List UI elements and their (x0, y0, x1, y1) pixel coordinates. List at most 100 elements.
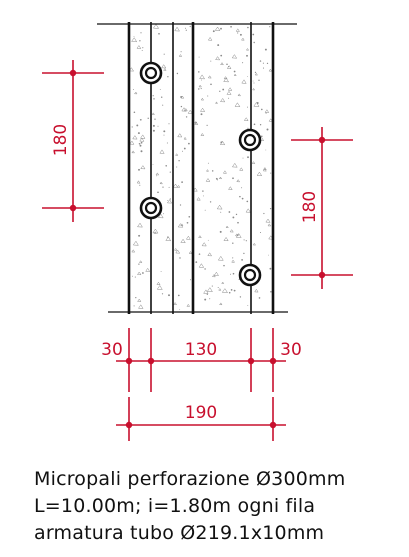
concrete-speck (247, 304, 249, 306)
concrete-speck (165, 236, 172, 242)
concrete-speck (267, 223, 272, 227)
concrete-speck (245, 240, 247, 242)
concrete-speck (188, 251, 193, 254)
concrete-speck (185, 29, 187, 31)
concrete-speck (228, 97, 230, 99)
dimension-tick (69, 204, 77, 212)
concrete-speck (155, 172, 160, 176)
concrete-speck (188, 142, 190, 145)
concrete-speck (242, 62, 244, 64)
caption-block: Micropali perforazione Ø300mm L=10.00m; … (34, 466, 345, 547)
concrete-speck (213, 271, 219, 276)
concrete-speck (181, 181, 183, 183)
dimension-edge-left-label: 30 (101, 340, 123, 360)
concrete-speck (136, 180, 141, 184)
concrete-speck (200, 88, 202, 90)
concrete-speck (219, 90, 221, 92)
concrete-speck (230, 26, 232, 28)
concrete-speck (245, 48, 250, 51)
concrete-speck (158, 32, 160, 35)
concrete-speck (168, 186, 170, 188)
concrete-speck (220, 211, 222, 213)
concrete-speck (251, 161, 256, 164)
concrete-speck (172, 183, 179, 188)
concrete-speck (200, 113, 203, 116)
concrete-speck (259, 124, 262, 126)
concrete-speck (137, 298, 142, 302)
concrete-speck (157, 125, 159, 127)
concrete-speck (137, 271, 142, 276)
concrete-speck (261, 108, 263, 111)
concrete-speck (239, 167, 244, 171)
concrete-speck (142, 272, 144, 274)
concrete-speck (131, 150, 135, 154)
concrete-speck (140, 150, 143, 153)
concrete-speck (137, 222, 143, 228)
concrete-speck (239, 33, 242, 36)
concrete-speck (253, 82, 255, 84)
concrete-speck (209, 298, 211, 300)
concrete-speck (261, 135, 263, 138)
concrete-speck (247, 106, 248, 108)
concrete-speck (268, 254, 269, 256)
concrete-speck (169, 198, 171, 200)
dimension-total (116, 397, 286, 441)
concrete-speck (141, 50, 143, 51)
concrete-speck (152, 95, 154, 97)
concrete-speck (157, 213, 164, 219)
concrete-speck (132, 240, 139, 246)
concrete-speck (207, 75, 212, 79)
concrete-speck (163, 134, 165, 136)
concrete-speck (134, 91, 138, 95)
concrete-speck (245, 208, 251, 213)
concrete-speck (152, 129, 155, 132)
concrete-speck (152, 124, 155, 127)
concrete-speck (219, 230, 222, 233)
concrete-speck (189, 25, 191, 28)
concrete-speck (237, 32, 239, 34)
concrete-hatch (128, 23, 274, 311)
concrete-speck (199, 107, 206, 112)
dimension-tick (269, 421, 277, 429)
concrete-speck (253, 101, 260, 107)
concrete-speck (212, 30, 215, 33)
concrete-speck (199, 74, 206, 80)
concrete-speck (211, 170, 214, 172)
concrete-speck (239, 296, 242, 298)
concrete-speck (256, 102, 259, 104)
concrete-speck (243, 252, 245, 255)
concrete-speck (269, 26, 271, 28)
concrete-speck (185, 235, 191, 240)
concrete-speck (173, 302, 177, 305)
concrete-speck (139, 40, 141, 42)
concrete-speck (225, 225, 229, 228)
concrete-speck (202, 190, 204, 192)
concrete-speck (243, 117, 249, 121)
concrete-speck (214, 26, 221, 31)
concrete-speck (204, 268, 206, 270)
concrete-speck (180, 51, 182, 53)
concrete-speck (259, 231, 262, 234)
concrete-speck (159, 149, 165, 154)
concrete-speck (263, 167, 267, 170)
concrete-speck (262, 62, 264, 64)
concrete-speck (252, 80, 254, 82)
concrete-speck (140, 141, 143, 144)
concrete-speck (258, 79, 260, 81)
concrete-speck (207, 252, 213, 257)
concrete-speck (138, 234, 141, 237)
concrete-speck (132, 89, 134, 91)
concrete-speck (156, 281, 161, 286)
concrete-speck (268, 68, 273, 72)
concrete-speck (175, 153, 179, 156)
concrete-speck (180, 238, 186, 244)
concrete-speck (135, 296, 137, 299)
concrete-speck (215, 56, 221, 61)
concrete-speck (160, 270, 162, 272)
dimension-tick (269, 357, 277, 365)
concrete-speck (161, 64, 167, 69)
dimension-tick (125, 357, 133, 365)
concrete-speck (181, 107, 187, 112)
dimension-tick (125, 421, 133, 429)
concrete-speck (161, 293, 164, 295)
